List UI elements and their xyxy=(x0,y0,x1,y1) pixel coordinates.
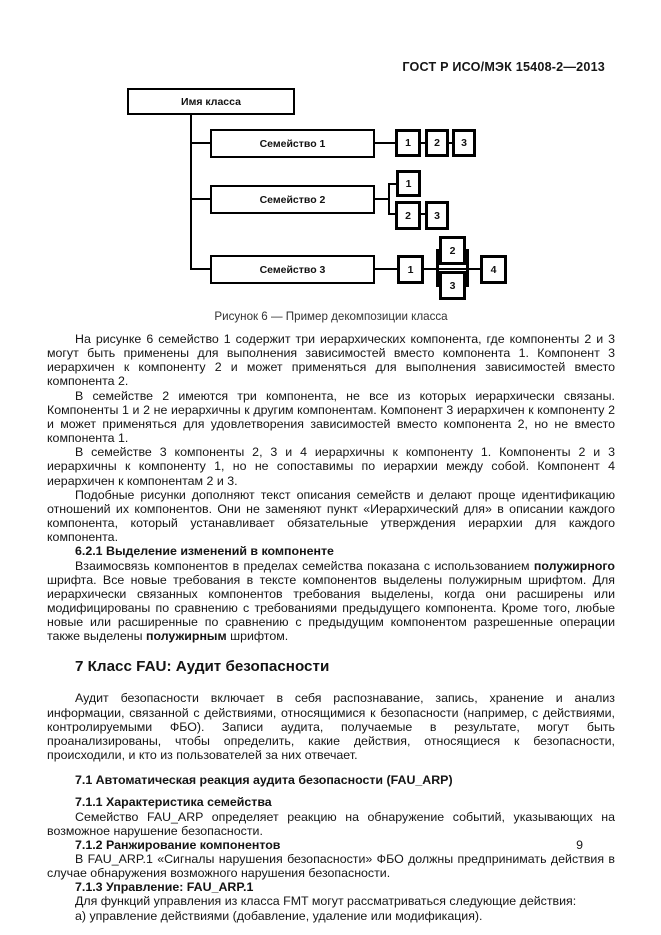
paragraph-family3: В семействе 3 компоненты 2, 3 и 4 иерарх… xyxy=(47,445,615,488)
family2-box: Семейство 2 xyxy=(210,185,375,214)
family3-component-1: 1 xyxy=(397,255,424,284)
family3-box: Семейство 3 xyxy=(210,255,375,284)
family1-connector xyxy=(375,142,395,144)
class-decomposition-diagram: Имя класса Семейство 1 1 2 3 Семейство 2… xyxy=(0,0,661,330)
paragraph-fau-arp1: В FAU_ARP.1 «Сигналы нарушения безопасно… xyxy=(47,852,615,881)
family3-bracket-left xyxy=(436,249,439,287)
family1-component-2: 2 xyxy=(425,129,449,157)
branch-line-family3 xyxy=(190,268,210,270)
p5-text-a: Взаимосвязь компонентов в пределах семей… xyxy=(75,558,534,573)
family2-link-2-3 xyxy=(421,213,425,215)
heading-7-1: 7.1 Автоматическая реакция аудита безопа… xyxy=(75,773,453,788)
family2-stub-up xyxy=(388,183,396,185)
paragraph-bold-highlighting: Взаимосвязь компонентов в пределах семей… xyxy=(47,559,615,644)
family2-component-2: 2 xyxy=(395,201,421,230)
document-title: ГОСТ Р ИСО/МЭК 15408-2—2013 xyxy=(402,60,605,74)
p5-bold-2: полужирным xyxy=(145,629,227,644)
p5-text-b: шрифта. Все новые требования в тексте ко… xyxy=(47,572,615,644)
heading-7-1-1: 7.1.1 Характеристика семейства xyxy=(75,795,272,810)
family2-component-1: 1 xyxy=(396,170,421,197)
family1-component-1: 1 xyxy=(395,129,421,157)
branch-line-family1 xyxy=(190,142,210,144)
figure-caption: Рисунок 6 — Пример декомпозиции класса xyxy=(214,310,448,323)
family2-stub-down xyxy=(388,213,396,215)
family3-component-3: 3 xyxy=(439,271,466,300)
heading-7-1-2: 7.1.2 Ранжирование компонентов xyxy=(75,837,281,852)
paragraph-family2: В семействе 2 имеются три компонента, не… xyxy=(47,388,615,446)
tree-trunk-line xyxy=(190,115,192,270)
family2-branch-vertical xyxy=(388,183,390,215)
family2-connector xyxy=(375,198,389,200)
family1-link-1-2 xyxy=(421,142,425,144)
heading-6-2-1: 6.2.1 Выделение изменений в компоненте xyxy=(75,544,334,559)
page-number: 9 xyxy=(576,838,583,852)
heading-7-class-fau: 7 Класс FAU: Аудит безопасности xyxy=(75,658,330,676)
family1-box: Семейство 1 xyxy=(210,129,375,158)
family3-component-2: 2 xyxy=(439,236,466,265)
list-item-a: а) управление действиями (добавление, уд… xyxy=(75,908,483,923)
family3-bracket-right xyxy=(466,249,469,287)
paragraph-fmt-actions: Для функций управления из класса FMT мог… xyxy=(75,894,577,909)
family3-mid-line xyxy=(424,268,480,270)
p5-text-c: шрифтом. xyxy=(226,629,289,644)
family3-connector xyxy=(375,268,397,270)
paragraph-figure6-family1: На рисунке 6 семейство 1 содержит три ие… xyxy=(47,332,615,389)
family2-component-3: 3 xyxy=(425,201,449,230)
branch-line-family2 xyxy=(190,198,210,200)
family1-link-2-3 xyxy=(449,142,452,144)
paragraph-figures-note: Подобные рисунки дополняют текст описани… xyxy=(47,487,615,545)
heading-7-1-3: 7.1.3 Управление: FAU_ARP.1 xyxy=(75,880,254,895)
p5-bold-1: полужирного xyxy=(533,558,615,573)
document-body: На рисунке 6 семейство 1 содержит три ие… xyxy=(47,332,615,923)
class-name-box: Имя класса xyxy=(127,88,295,115)
family1-component-3: 3 xyxy=(452,129,476,157)
paragraph-audit-intro: Аудит безопасности включает в себя распо… xyxy=(47,691,615,763)
family3-component-4: 4 xyxy=(480,255,507,284)
paragraph-fau-arp-definition: Семейство FAU_ARP определяет реакцию на … xyxy=(47,809,615,838)
